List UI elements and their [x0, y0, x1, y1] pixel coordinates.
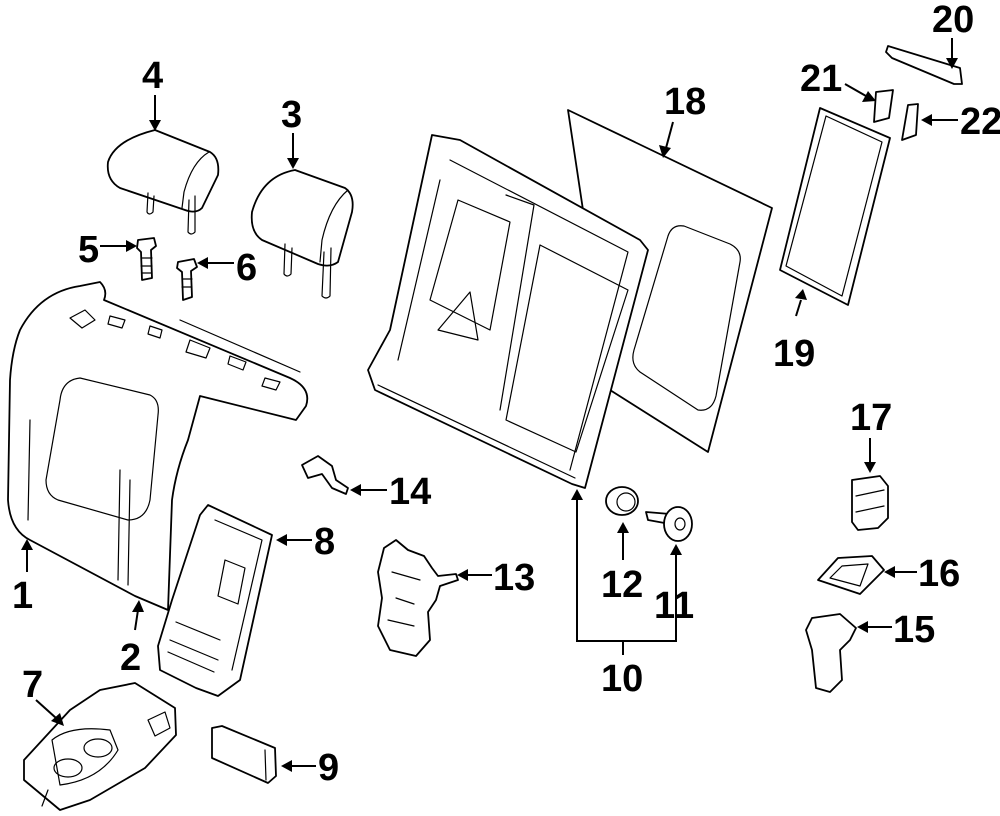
callout-14: 14 [389, 471, 431, 513]
part-9-end-trim[interactable] [211, 725, 277, 784]
part-13-latch-bracket[interactable] [377, 539, 459, 657]
callout-7: 7 [22, 664, 43, 706]
part-12-bushing[interactable] [605, 486, 639, 516]
part-4-headrest-left[interactable] [106, 129, 220, 235]
part-21-clip[interactable] [873, 89, 894, 123]
callout-19: 19 [773, 333, 815, 375]
callout-15: 15 [893, 609, 935, 651]
callout-22: 22 [960, 101, 1000, 143]
callout-21: 21 [800, 58, 842, 100]
callout-1: 1 [12, 575, 33, 617]
callout-4: 4 [142, 55, 163, 97]
part-15-release-handle[interactable] [805, 613, 857, 693]
part-6-headrest-guide[interactable] [176, 258, 198, 301]
callout-20: 20 [932, 0, 974, 41]
callout-12: 12 [601, 564, 643, 606]
callout-9: 9 [318, 747, 339, 789]
callout-10: 10 [601, 658, 643, 700]
callout-16: 16 [918, 553, 960, 595]
callout-2: 2 [120, 637, 141, 679]
part-19-pass-through-frame[interactable] [779, 107, 891, 306]
callout-17: 17 [850, 397, 892, 439]
part-3-headrest-right[interactable] [250, 169, 354, 299]
callout-18: 18 [664, 81, 706, 123]
part-5-headrest-guide[interactable] [136, 237, 157, 281]
callout-6: 6 [236, 247, 257, 289]
part-14-latch-cover[interactable] [301, 455, 349, 495]
callout-labels: 1 2 3 4 5 6 7 8 9 10 11 12 13 14 15 16 1… [12, 0, 1000, 789]
callout-8: 8 [314, 521, 335, 563]
part-18-seat-back-panel[interactable] [567, 109, 773, 453]
callout-3: 3 [281, 94, 302, 136]
leader-lines [21, 38, 958, 772]
callout-5: 5 [78, 229, 99, 271]
part-1-seat-back-cover[interactable] [7, 281, 309, 611]
part-16-release-bezel[interactable] [817, 555, 885, 595]
seat-back-frame[interactable] [367, 134, 649, 489]
part-8-armrest-housing[interactable] [157, 504, 273, 697]
part-17-release-button[interactable] [851, 475, 889, 531]
callout-13: 13 [493, 557, 535, 599]
callout-11: 11 [654, 585, 694, 627]
part-20-trim-strip[interactable] [885, 45, 963, 85]
part-11-bolt[interactable] [645, 506, 693, 542]
part-22-latch[interactable] [901, 103, 919, 141]
part-7-armrest[interactable] [23, 682, 177, 811]
